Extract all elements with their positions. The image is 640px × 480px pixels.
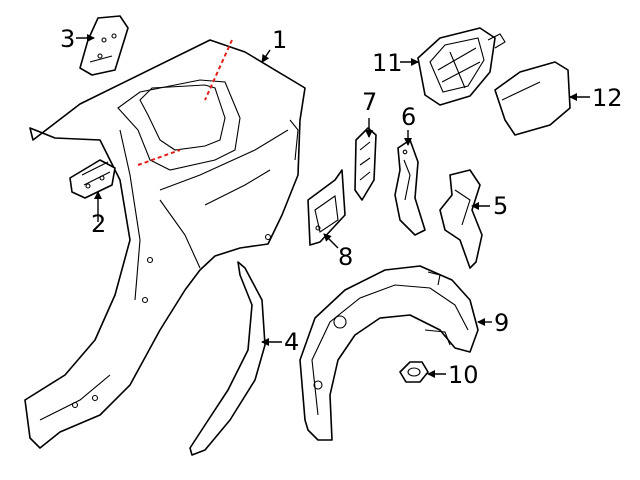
callout-6: 6 [401, 103, 416, 131]
leader-1 [261, 49, 271, 63]
cut-line-upper [204, 39, 233, 101]
callout-9: 9 [494, 309, 509, 337]
callout-10: 10 [448, 361, 479, 389]
callout-4: 4 [284, 328, 299, 356]
callout-3: 3 [60, 25, 75, 53]
callout-7: 7 [362, 88, 377, 116]
part-1-quarter-panel [24, 39, 306, 449]
part-4-weatherstrip [189, 261, 266, 456]
part-12-fuel-door [494, 61, 571, 136]
callout-11: 11 [372, 49, 403, 77]
part-11-fuel-door-housing [417, 27, 506, 106]
part-3-hinge-bracket [79, 15, 129, 76]
leader-8 [323, 233, 339, 249]
part-2-bracket [69, 159, 116, 199]
callout-5: 5 [493, 192, 508, 220]
callout-12: 12 [592, 84, 623, 112]
part-7-bracket [354, 127, 377, 201]
part-5-reinforcement [439, 169, 483, 269]
part-8-bracket [307, 169, 346, 246]
callout-8: 8 [338, 243, 353, 271]
callout-2: 2 [91, 210, 106, 238]
part-6-reinforcement [394, 139, 426, 236]
callout-1: 1 [272, 26, 287, 54]
part-10-nut [399, 361, 429, 383]
part-9-wheelhouse-liner [299, 265, 479, 441]
cut-line-lower [137, 149, 181, 166]
